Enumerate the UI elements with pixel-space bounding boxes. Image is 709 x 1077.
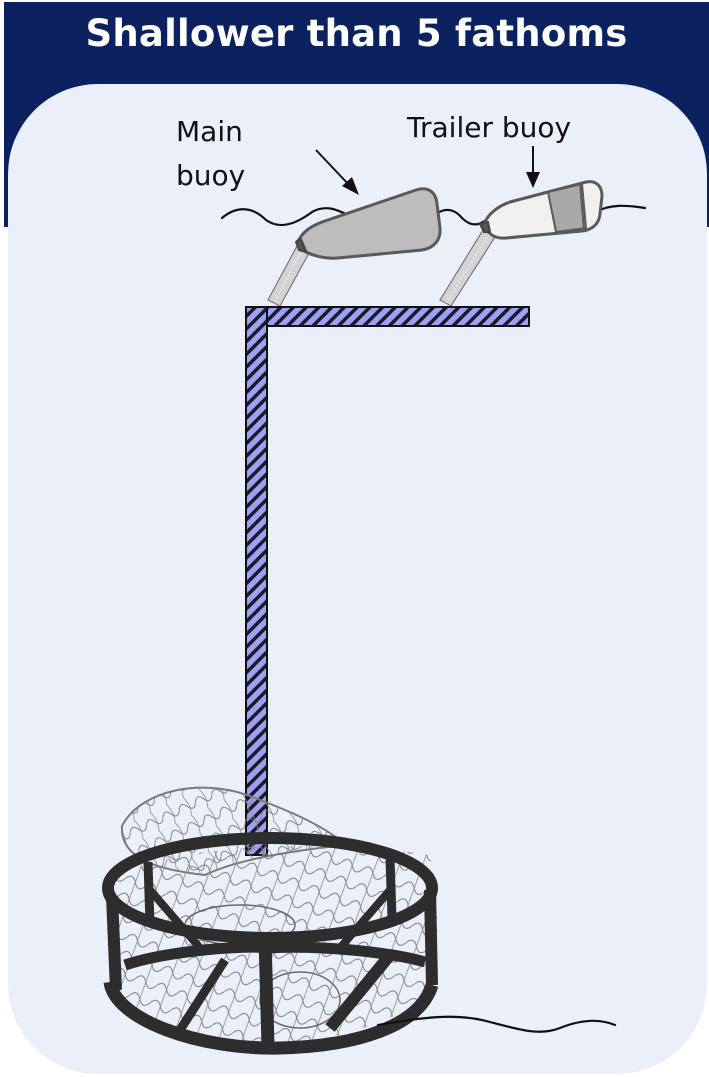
trailing-rope-line bbox=[376, 1015, 617, 1033]
page-title: Shallower than 5 fathoms bbox=[85, 12, 628, 55]
trailer-buoy-arrow bbox=[526, 146, 540, 188]
trailer-buoy-stick bbox=[439, 229, 496, 307]
trailer-buoy-label: Trailer buoy bbox=[407, 111, 572, 144]
buoy-line bbox=[245, 306, 530, 856]
main-buoy-label: Main buoy bbox=[176, 110, 245, 198]
trailer-buoy bbox=[478, 180, 604, 240]
main-buoy-stick bbox=[267, 245, 310, 307]
main-buoy-label-line2: buoy bbox=[176, 159, 246, 192]
main-buoy-label-line1: Main bbox=[176, 115, 243, 148]
main-buoy bbox=[294, 187, 442, 260]
crab-trap bbox=[102, 786, 439, 1055]
main-buoy-arrow bbox=[315, 149, 359, 195]
